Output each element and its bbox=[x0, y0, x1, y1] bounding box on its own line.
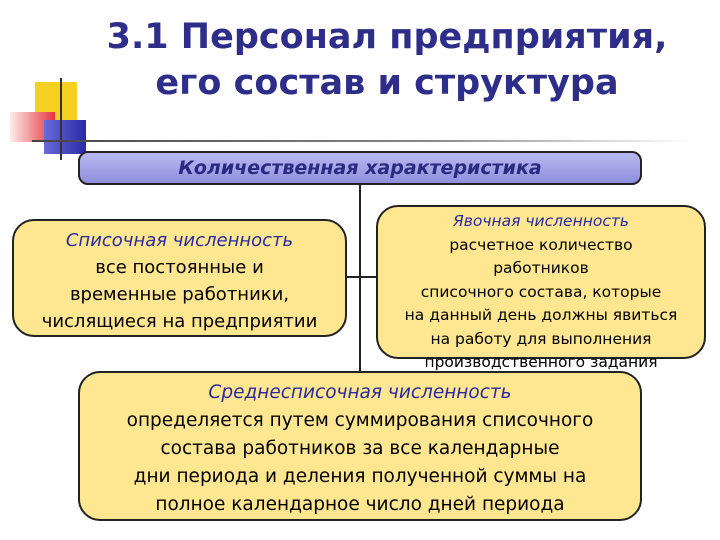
box-text-line: работников bbox=[493, 259, 589, 277]
box-heading: Среднесписочная численность bbox=[208, 382, 512, 403]
slide-title: 3.1 Персонал предприятия, его состав и с… bbox=[62, 14, 712, 106]
title-line-2: его состав и структура bbox=[155, 63, 619, 103]
box-list-headcount: Списочная численность все постоянные и в… bbox=[12, 219, 347, 337]
box-text-line: на данный день должны явиться bbox=[404, 306, 678, 324]
box-text-line: на работу для выполнения bbox=[430, 329, 652, 348]
header-label: Количественная характеристика bbox=[178, 157, 542, 179]
box-text-line: числящиеся на предприятии bbox=[41, 311, 318, 332]
box-text-line: производственного задания bbox=[424, 353, 658, 371]
box-text-line: все постоянные и bbox=[95, 257, 264, 278]
box-text-line: состава работников за все календарные bbox=[160, 438, 560, 459]
box-text-line: дни периода и деления полученной суммы н… bbox=[133, 466, 587, 487]
box-text-line: расчетное количество bbox=[449, 235, 633, 254]
box-text-line: полное календарное число дней периода bbox=[155, 494, 565, 515]
box-text-line: временные работники, bbox=[69, 284, 290, 305]
decor-vertical-line bbox=[60, 78, 62, 160]
decor-horizontal-line bbox=[32, 140, 692, 142]
connector-horizontal bbox=[347, 276, 377, 278]
header-box-quantitative: Количественная характеристика bbox=[78, 151, 642, 185]
box-average-headcount: Среднесписочная численность определяется… bbox=[78, 371, 642, 521]
title-line-1: 3.1 Персонал предприятия, bbox=[106, 17, 668, 57]
box-heading: Списочная численность bbox=[65, 230, 294, 251]
box-text-line: списочного состава, которые bbox=[420, 282, 662, 301]
connector-vertical bbox=[359, 184, 361, 374]
box-text-line: определяется путем суммирования списочно… bbox=[126, 410, 594, 431]
box-heading: Явочная численность bbox=[452, 212, 630, 230]
decor-blue-square bbox=[44, 120, 86, 154]
box-attendance-headcount: Явочная численность расчетное количество… bbox=[376, 205, 706, 371]
